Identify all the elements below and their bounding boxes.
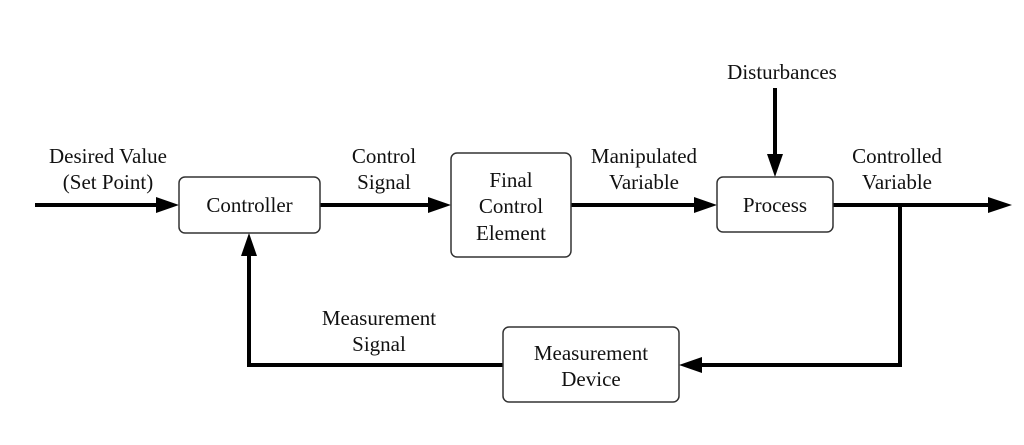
- measurement-device-block: Measurement Device: [502, 326, 680, 403]
- arrowhead: [679, 357, 702, 373]
- arrowhead: [988, 197, 1012, 213]
- controller-block: Controller: [178, 176, 321, 234]
- md-label-2: Device: [561, 367, 620, 391]
- manipulated-variable-label-1: Manipulated: [591, 144, 698, 168]
- control-signal-label-2: Signal: [357, 170, 411, 194]
- set-point-label: (Set Point): [63, 170, 153, 194]
- final-control-element-block: Final Control Element: [450, 152, 572, 258]
- manipulated-variable-label-2: Variable: [609, 170, 679, 194]
- control-signal-label-1: Control: [352, 144, 416, 168]
- process-label: Process: [743, 193, 807, 217]
- arrowhead: [156, 197, 179, 213]
- measurement-signal-label-2: Signal: [352, 332, 406, 356]
- feedback-line: [700, 205, 902, 367]
- fce-label-1: Final: [489, 168, 532, 192]
- fce-label-2: Control: [479, 194, 543, 218]
- arrowhead: [241, 233, 257, 256]
- md-label-1: Measurement: [534, 341, 648, 365]
- desired-value-label: Desired Value: [49, 144, 167, 168]
- connections: [35, 88, 1012, 373]
- disturbances-label: Disturbances: [727, 60, 837, 84]
- arrowhead: [694, 197, 717, 213]
- controlled-variable-label-2: Variable: [862, 170, 932, 194]
- process-block: Process: [716, 176, 834, 233]
- fce-label-3: Element: [476, 221, 546, 245]
- arrowhead: [428, 197, 451, 213]
- controlled-variable-label-1: Controlled: [852, 144, 942, 168]
- measurement-signal-label-1: Measurement: [322, 306, 436, 330]
- measurement-signal-line: [247, 254, 503, 367]
- arrowhead: [767, 154, 783, 177]
- controller-label: Controller: [206, 193, 292, 217]
